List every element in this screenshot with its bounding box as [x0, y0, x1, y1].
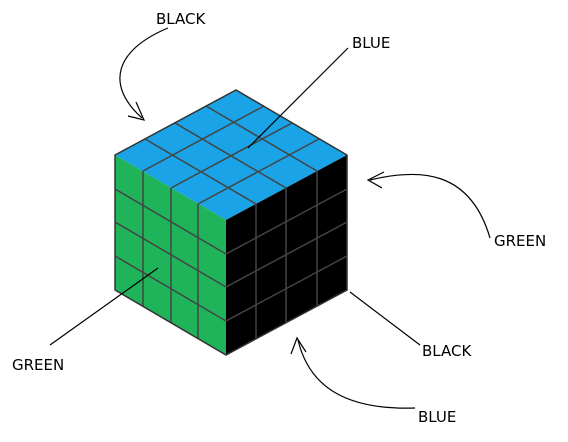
label-left-green: GREEN [12, 356, 64, 374]
label-right-green: GREEN [494, 232, 546, 250]
left-face [114, 155, 227, 355]
arrow-bottom-blue-head [290, 336, 307, 355]
label-bottom-black: BLACK [422, 342, 472, 360]
label-bottom-blue: BLUE [418, 408, 456, 426]
arrow-right-green-head [366, 171, 385, 189]
line-bottom-black [349, 291, 421, 346]
left-face-grid [114, 171, 227, 339]
label-top-blue: BLUE [352, 34, 390, 52]
right-face [225, 155, 348, 355]
arrow-top-black [119, 27, 169, 119]
arrow-top-black-head [127, 101, 146, 121]
right-face-grid [225, 171, 348, 339]
cube-outline [114, 89, 348, 356]
line-top-blue [247, 47, 349, 149]
top-face [115, 90, 347, 220]
label-top-black: BLACK [156, 10, 206, 28]
arrow-right-green [369, 173, 491, 239]
arrow-bottom-blue [297, 339, 416, 409]
line-left-green [49, 267, 159, 346]
pointers [49, 27, 491, 409]
top-face-grid [142, 105, 320, 205]
